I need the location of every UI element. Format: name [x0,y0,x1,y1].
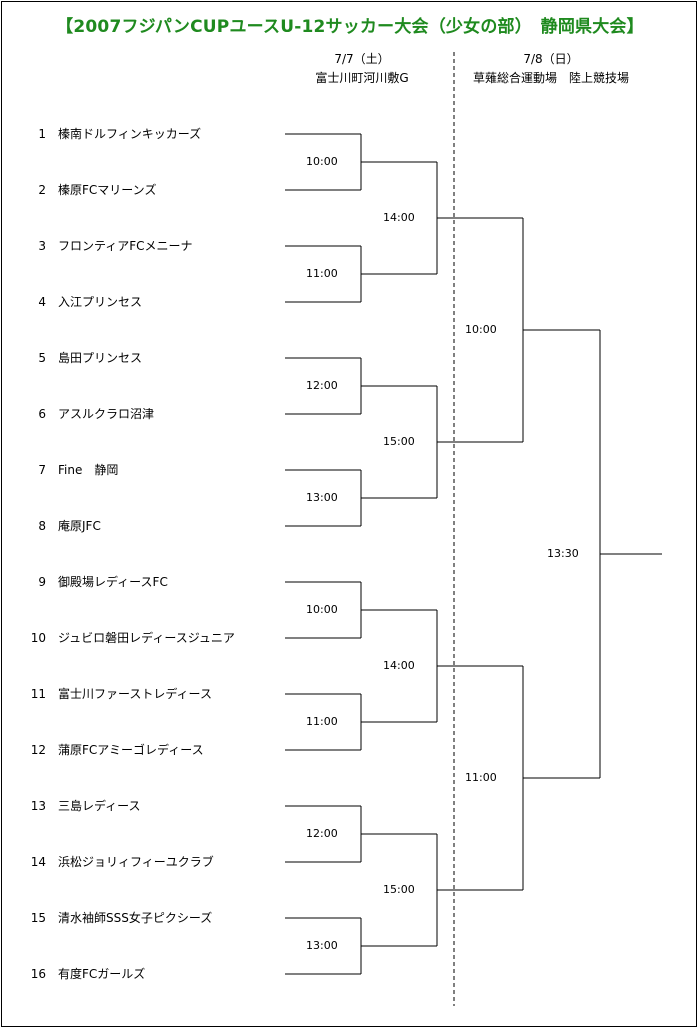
team-row: 3 フロンティアFCメニーナ [20,239,193,253]
day1-date: 7/7（土） [334,52,390,66]
team-name: フロンティアFCメニーナ [58,239,193,253]
team-row: 6 アスルクラロ沼津 [20,407,154,421]
team-row: 4 入江プリンセス [20,295,142,309]
team-number: 12 [30,743,46,757]
page-title: 【2007フジパンCUPユースU-12サッカー大会（少女の部） 静岡県大会】 [56,17,644,37]
team-number: 1 [38,127,46,141]
day2-date: 7/8（日） [523,52,579,66]
team-number: 16 [30,967,46,981]
team-row: 7 Fine 静岡 [20,463,118,477]
team-number: 14 [30,855,46,869]
team-row: 2 榛原FCマリーンズ [20,183,156,197]
match-time-round1: 11:00 [306,715,338,728]
team-name: 榛南ドルフィンキッカーズ [58,127,202,141]
team-number: 9 [38,575,46,589]
team-name: 富士川ファーストレディース [58,687,212,701]
team-number: 5 [38,351,46,365]
team-row: 9 御殿場レディースFC [20,575,168,589]
team-number: 15 [30,911,46,925]
match-time-round1: 11:00 [306,267,338,280]
day2-venue: 草薙総合運動場 陸上競技場 [472,71,629,85]
match-time-semifinal: 10:00 [465,323,497,336]
team-number: 13 [30,799,46,813]
team-name: ジュビロ磐田レディースジュニア [58,631,235,645]
team-name: 島田プリンセス [58,351,143,365]
team-row: 5 島田プリンセス [20,351,142,365]
team-name: 三島レディース [58,799,141,813]
match-time-round2: 14:00 [383,211,415,224]
team-name: アスルクラロ沼津 [58,407,155,421]
team-name: 浜松ジョリィフィーユクラブ [58,855,214,869]
team-row: 8 庵原JFC [20,519,101,533]
team-row: 14 浜松ジョリィフィーユクラブ [20,855,214,869]
day1-venue: 富士川町河川敷G [315,71,409,85]
team-row: 16 有度FCガールズ [20,967,146,981]
team-name: 清水袖師SSS女子ピクシーズ [58,911,213,925]
team-number: 10 [30,631,46,645]
match-time-semifinal: 11:00 [465,771,497,784]
match-time-round1: 13:00 [306,939,338,952]
day1-header: 7/7（土） 富士川町河川敷G [292,50,432,88]
team-row: 1 榛南ドルフィンキッカーズ [20,127,201,141]
match-time-round2: 14:00 [383,659,415,672]
team-number: 4 [38,295,46,309]
team-number: 8 [38,519,46,533]
team-number: 11 [30,687,46,701]
team-number: 6 [38,407,46,421]
team-row: 10 ジュビロ磐田レディースジュニア [20,631,235,645]
match-time-round2: 15:00 [383,435,415,448]
team-name: 庵原JFC [58,519,101,533]
match-time-round1: 13:00 [306,491,338,504]
team-name: 有度FCガールズ [58,967,146,981]
team-number: 3 [38,239,46,253]
match-time-round1: 10:00 [306,603,338,616]
match-time-final: 13:30 [547,547,579,560]
match-time-round1: 12:00 [306,379,338,392]
team-name: 榛原FCマリーンズ [58,183,157,197]
team-row: 12 蒲原FCアミーゴレディース [20,743,204,757]
team-name: Fine 静岡 [58,463,119,477]
team-row: 15 清水袖師SSS女子ピクシーズ [20,911,213,925]
match-time-round1: 10:00 [306,155,338,168]
team-row: 13 三島レディース [20,799,141,813]
day2-header: 7/8（日） 草薙総合運動場 陸上競技場 [448,50,654,88]
team-name: 入江プリンセス [58,295,143,309]
team-number: 2 [38,183,46,197]
team-row: 11 富士川ファーストレディース [20,687,212,701]
match-time-round1: 12:00 [306,827,338,840]
team-number: 7 [38,463,46,477]
team-name: 御殿場レディースFC [58,575,168,589]
team-name: 蒲原FCアミーゴレディース [58,743,204,757]
match-time-round2: 15:00 [383,883,415,896]
